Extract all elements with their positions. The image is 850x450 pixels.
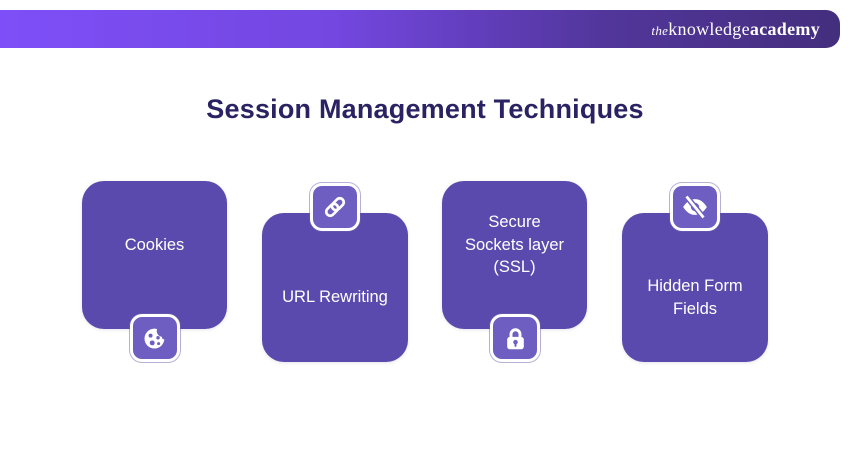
header-bar: theknowledgeacademy (0, 10, 840, 48)
card-url-rewriting-label: URL Rewriting (282, 288, 388, 307)
link-icon (321, 193, 349, 221)
eye-slash-icon (680, 192, 710, 222)
card-url-rewriting: URL Rewriting (262, 213, 408, 362)
brand-logo-academy: academy (749, 18, 820, 39)
card-hidden-form-fields: Hidden Form Fields (622, 213, 768, 362)
card-cookies: Cookies (82, 181, 227, 329)
lock-badge (490, 314, 540, 362)
brand-logo: theknowledgeacademy (651, 19, 820, 40)
lock-icon (502, 325, 529, 352)
eye-slash-badge (670, 183, 720, 231)
card-ssl: Secure Sockets layer (SSL) (442, 181, 587, 329)
cookie-icon (141, 324, 169, 352)
brand-logo-the: the (651, 22, 669, 38)
card-hidden-form-fields-label: Hidden Form Fields (647, 276, 743, 318)
cookie-badge (130, 314, 180, 362)
page-title: Session Management Techniques (206, 94, 644, 124)
link-badge (310, 183, 360, 231)
card-ssl-label: Secure Sockets layer (SSL) (464, 212, 565, 277)
card-cookies-label: Cookies (124, 235, 185, 254)
brand-logo-knowledge: knowledge (668, 18, 750, 39)
